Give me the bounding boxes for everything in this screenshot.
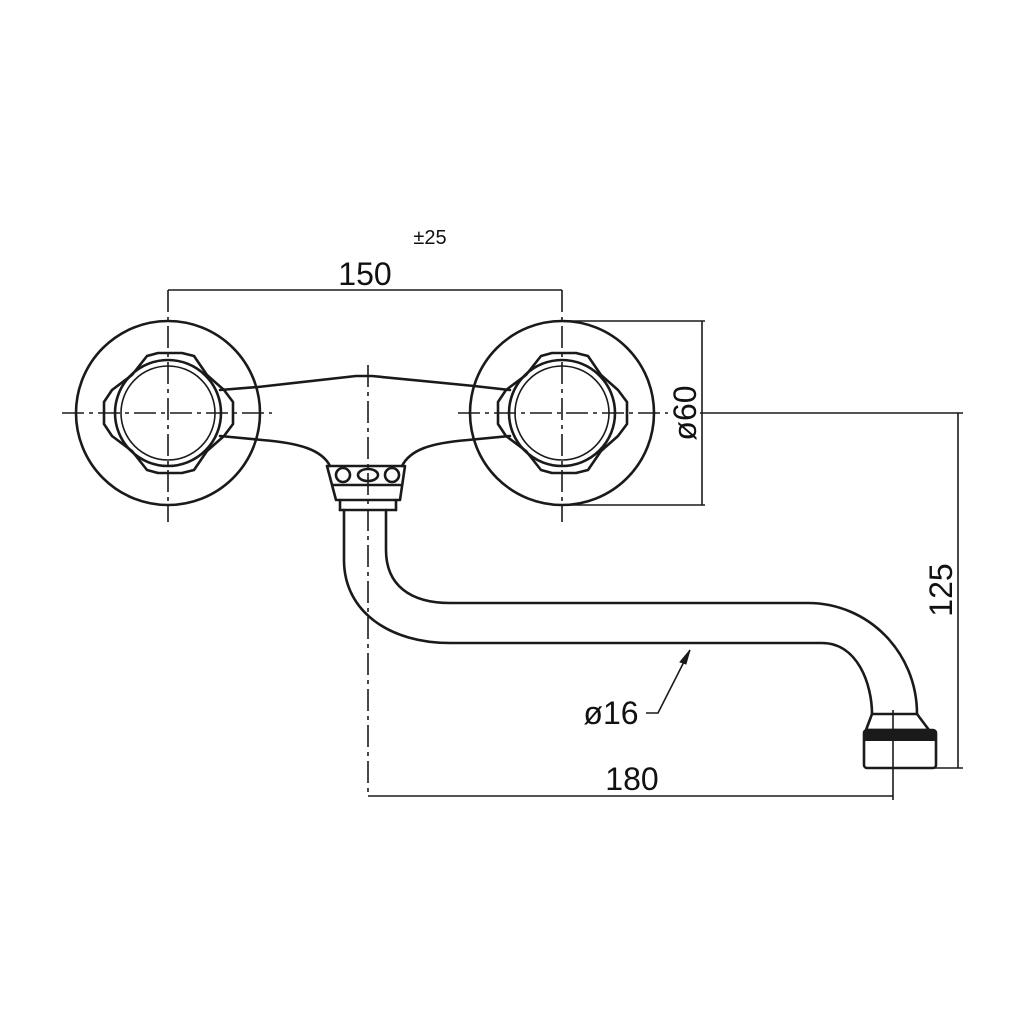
swivel-nut xyxy=(325,464,407,512)
dimension-label-125: 125 xyxy=(923,563,959,616)
spout-pipe xyxy=(342,508,919,716)
aerator xyxy=(862,710,938,800)
dimension-label-tolerance: ±25 xyxy=(413,227,446,249)
dimension-spout-reach: 180 xyxy=(368,761,893,797)
dimension-label-60: ø60 xyxy=(667,385,703,440)
right-handle-centerlines xyxy=(458,290,668,522)
dimension-label-16: ø16 xyxy=(583,695,638,731)
dimension-spout-diameter: ø16 xyxy=(583,649,691,731)
dimension-spout-height: 125 xyxy=(700,412,963,769)
dimension-rosette-diameter: ø60 xyxy=(562,320,705,506)
faucet-body xyxy=(218,365,512,796)
dimension-label-150: 150 xyxy=(338,256,391,292)
left-handle-centerlines xyxy=(62,290,272,522)
dimension-label-180: 180 xyxy=(605,761,658,797)
dimension-handle-spacing: 150 ±25 xyxy=(168,227,562,292)
